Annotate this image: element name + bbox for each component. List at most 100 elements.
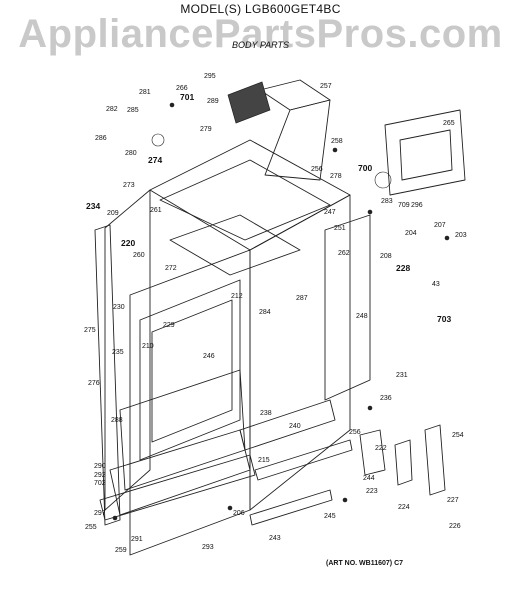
- callout-236: 236: [380, 395, 392, 402]
- callout-262: 262: [338, 250, 350, 257]
- callout-245: 245: [324, 513, 336, 520]
- callout-296: 296: [411, 202, 423, 209]
- callout-700: 700: [358, 163, 372, 173]
- diagram-subtitle: BODY PARTS: [231, 40, 290, 50]
- callout-266: 266: [176, 85, 188, 92]
- callout-234: 234: [86, 201, 100, 211]
- callout-284: 284: [259, 309, 271, 316]
- callout-235: 235: [112, 349, 124, 356]
- toe-kick: [249, 489, 333, 526]
- callout-229: 229: [163, 322, 175, 329]
- callout-207: 207: [434, 222, 446, 229]
- bracket-inner: [399, 129, 453, 181]
- callout-251: 251: [334, 225, 346, 232]
- callout-293: 293: [202, 544, 214, 551]
- callout-256: 256: [311, 166, 323, 173]
- callout-220: 220: [121, 238, 135, 248]
- callout-297: 297: [94, 510, 106, 517]
- screw-6: [112, 515, 118, 521]
- callout-290: 290: [94, 463, 106, 470]
- screw-2: [367, 209, 373, 215]
- leveling-leg-bracket: [394, 439, 413, 486]
- callout-275: 275: [84, 327, 96, 334]
- callout-227: 227: [447, 497, 459, 504]
- burner-box-panel: [169, 214, 301, 276]
- drawer-bottom: [109, 429, 251, 516]
- callout-247: 247: [324, 209, 336, 216]
- screw-3: [444, 235, 450, 241]
- screw-7: [227, 505, 233, 511]
- callout-286: 286: [95, 135, 107, 142]
- callout-256: 256: [349, 429, 361, 436]
- callout-265: 265: [443, 120, 455, 127]
- callout-209: 209: [107, 210, 119, 217]
- callout-703: 703: [437, 314, 451, 324]
- callout-278: 278: [330, 173, 342, 180]
- callout-204: 204: [405, 230, 417, 237]
- callout-257: 257: [320, 83, 332, 90]
- rear-bracket: [384, 109, 466, 196]
- back-panel: [324, 214, 371, 401]
- callout-224: 224: [398, 504, 410, 511]
- callout-261: 261: [150, 207, 162, 214]
- vent-duct-body: [264, 99, 331, 181]
- body-left-side-panel: [104, 189, 151, 511]
- side-rail: [94, 224, 121, 526]
- drawer-glide: [254, 439, 353, 481]
- right-bracket-lower: [424, 424, 446, 496]
- oven-cavity: [139, 279, 241, 461]
- callout-203: 203: [455, 232, 467, 239]
- callout-231: 231: [396, 372, 408, 379]
- callout-276: 276: [88, 380, 100, 387]
- vent-grille: [227, 81, 271, 124]
- top-cooktop-panel: [159, 159, 331, 241]
- callout-709: 709: [398, 202, 410, 209]
- screw-1: [332, 147, 338, 153]
- callout-230: 230: [113, 304, 125, 311]
- callout-289: 289: [207, 98, 219, 105]
- callout-272: 272: [165, 265, 177, 272]
- callout-240: 240: [289, 423, 301, 430]
- callout-702: 702: [94, 480, 106, 487]
- callout-282: 282: [106, 106, 118, 113]
- callout-254: 254: [452, 432, 464, 439]
- callout-248: 248: [356, 313, 368, 320]
- callout-243: 243: [269, 535, 281, 542]
- callout-285: 285: [127, 107, 139, 114]
- callout-283: 283: [381, 198, 393, 205]
- callout-212: 212: [231, 293, 243, 300]
- screw-8: [169, 102, 175, 108]
- callout-295: 295: [204, 73, 216, 80]
- oven-liner: [151, 299, 233, 443]
- kick-panel: [99, 454, 256, 521]
- callout-292: 292: [94, 472, 106, 479]
- callout-226: 226: [449, 523, 461, 530]
- callout-701: 701: [180, 92, 194, 102]
- clock-knob: [374, 171, 392, 189]
- callout-210: 210: [142, 343, 154, 350]
- model-title: MODEL(S) LGB600GET4BC: [180, 2, 341, 16]
- callout-206: 206: [233, 510, 245, 517]
- callout-255: 255: [85, 524, 97, 531]
- screw-4: [367, 405, 373, 411]
- callout-222: 222: [375, 445, 387, 452]
- callout-215: 215: [258, 457, 270, 464]
- body-top-panel: [149, 139, 351, 251]
- body-right-side: [249, 194, 351, 511]
- callout-279: 279: [200, 126, 212, 133]
- door-hinge: [359, 429, 386, 476]
- front-trim-lower: [239, 399, 336, 451]
- callout-258: 258: [331, 138, 343, 145]
- callout-281: 281: [139, 89, 151, 96]
- callout-238: 238: [260, 410, 272, 417]
- callout-260: 260: [133, 252, 145, 259]
- callout-280: 280: [125, 150, 137, 157]
- callout-246: 246: [203, 353, 215, 360]
- callout-287: 287: [296, 295, 308, 302]
- callout-274: 274: [148, 155, 162, 165]
- callout-259: 259: [115, 547, 127, 554]
- burner-grommet: [151, 133, 165, 147]
